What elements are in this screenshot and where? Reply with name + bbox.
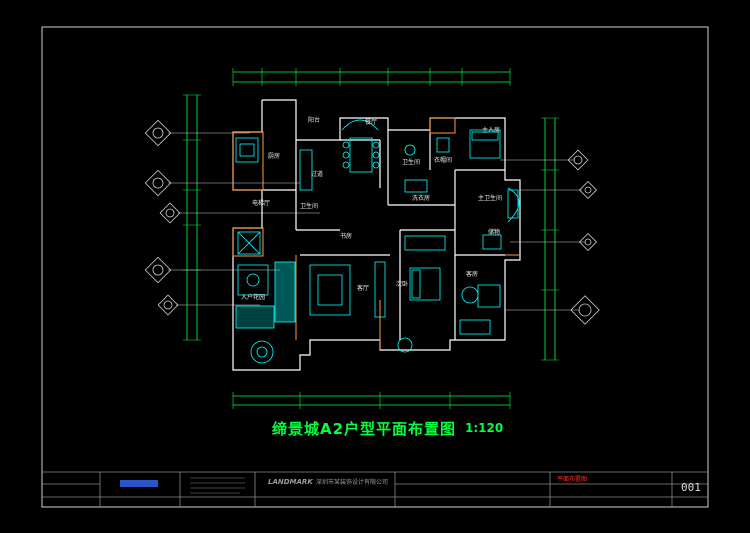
sheet-border [41, 26, 709, 508]
walls [232, 99, 521, 371]
drawing-title: 缔景城A2户型平面布置图 [272, 420, 457, 438]
label-bath2: 卫生间 [300, 202, 318, 210]
elevation-markers [144, 119, 600, 325]
drawing-stamp: 平面布置图 [557, 476, 588, 483]
label-bath3: 主卫生间 [478, 194, 502, 202]
label-storage: 储物 [488, 228, 500, 236]
label-bedroom3: 客房 [466, 270, 478, 278]
label-master-bedroom: 主人房 [482, 126, 500, 134]
title-block [42, 471, 708, 507]
sheet-number: 001 [681, 481, 701, 494]
label-corridor: 过道 [311, 170, 323, 178]
label-dining-balcony: 餐厅 [365, 118, 377, 126]
company-name: 深圳市某装饰设计有限公司 [316, 479, 389, 486]
furniture [235, 119, 520, 364]
label-study: 书房 [340, 232, 352, 240]
label-living: 客厅 [357, 284, 369, 292]
room-labels: 阳台 餐厅 厨房 过道 主人房 卫生间 衣帽间 洗衣房 主卫生间 电梯厅 卫生间… [241, 116, 502, 301]
leader-lines [168, 132, 586, 311]
label-bedroom2: 次卧 [396, 280, 408, 288]
label-kitchen: 厨房 [268, 152, 280, 160]
label-entry: 入户花园 [241, 293, 265, 301]
company-logo: LANDMARK [268, 478, 313, 486]
dimension-lines [183, 68, 559, 409]
drawing-scale: 1:120 [465, 421, 504, 435]
label-lift-lobby: 电梯厅 [252, 199, 270, 207]
label-dressing: 衣帽间 [434, 156, 452, 164]
label-balcony: 阳台 [308, 116, 320, 124]
label-bath1: 卫生间 [402, 158, 420, 166]
label-laundry: 洗衣房 [412, 194, 430, 202]
wall-accents [232, 117, 520, 350]
